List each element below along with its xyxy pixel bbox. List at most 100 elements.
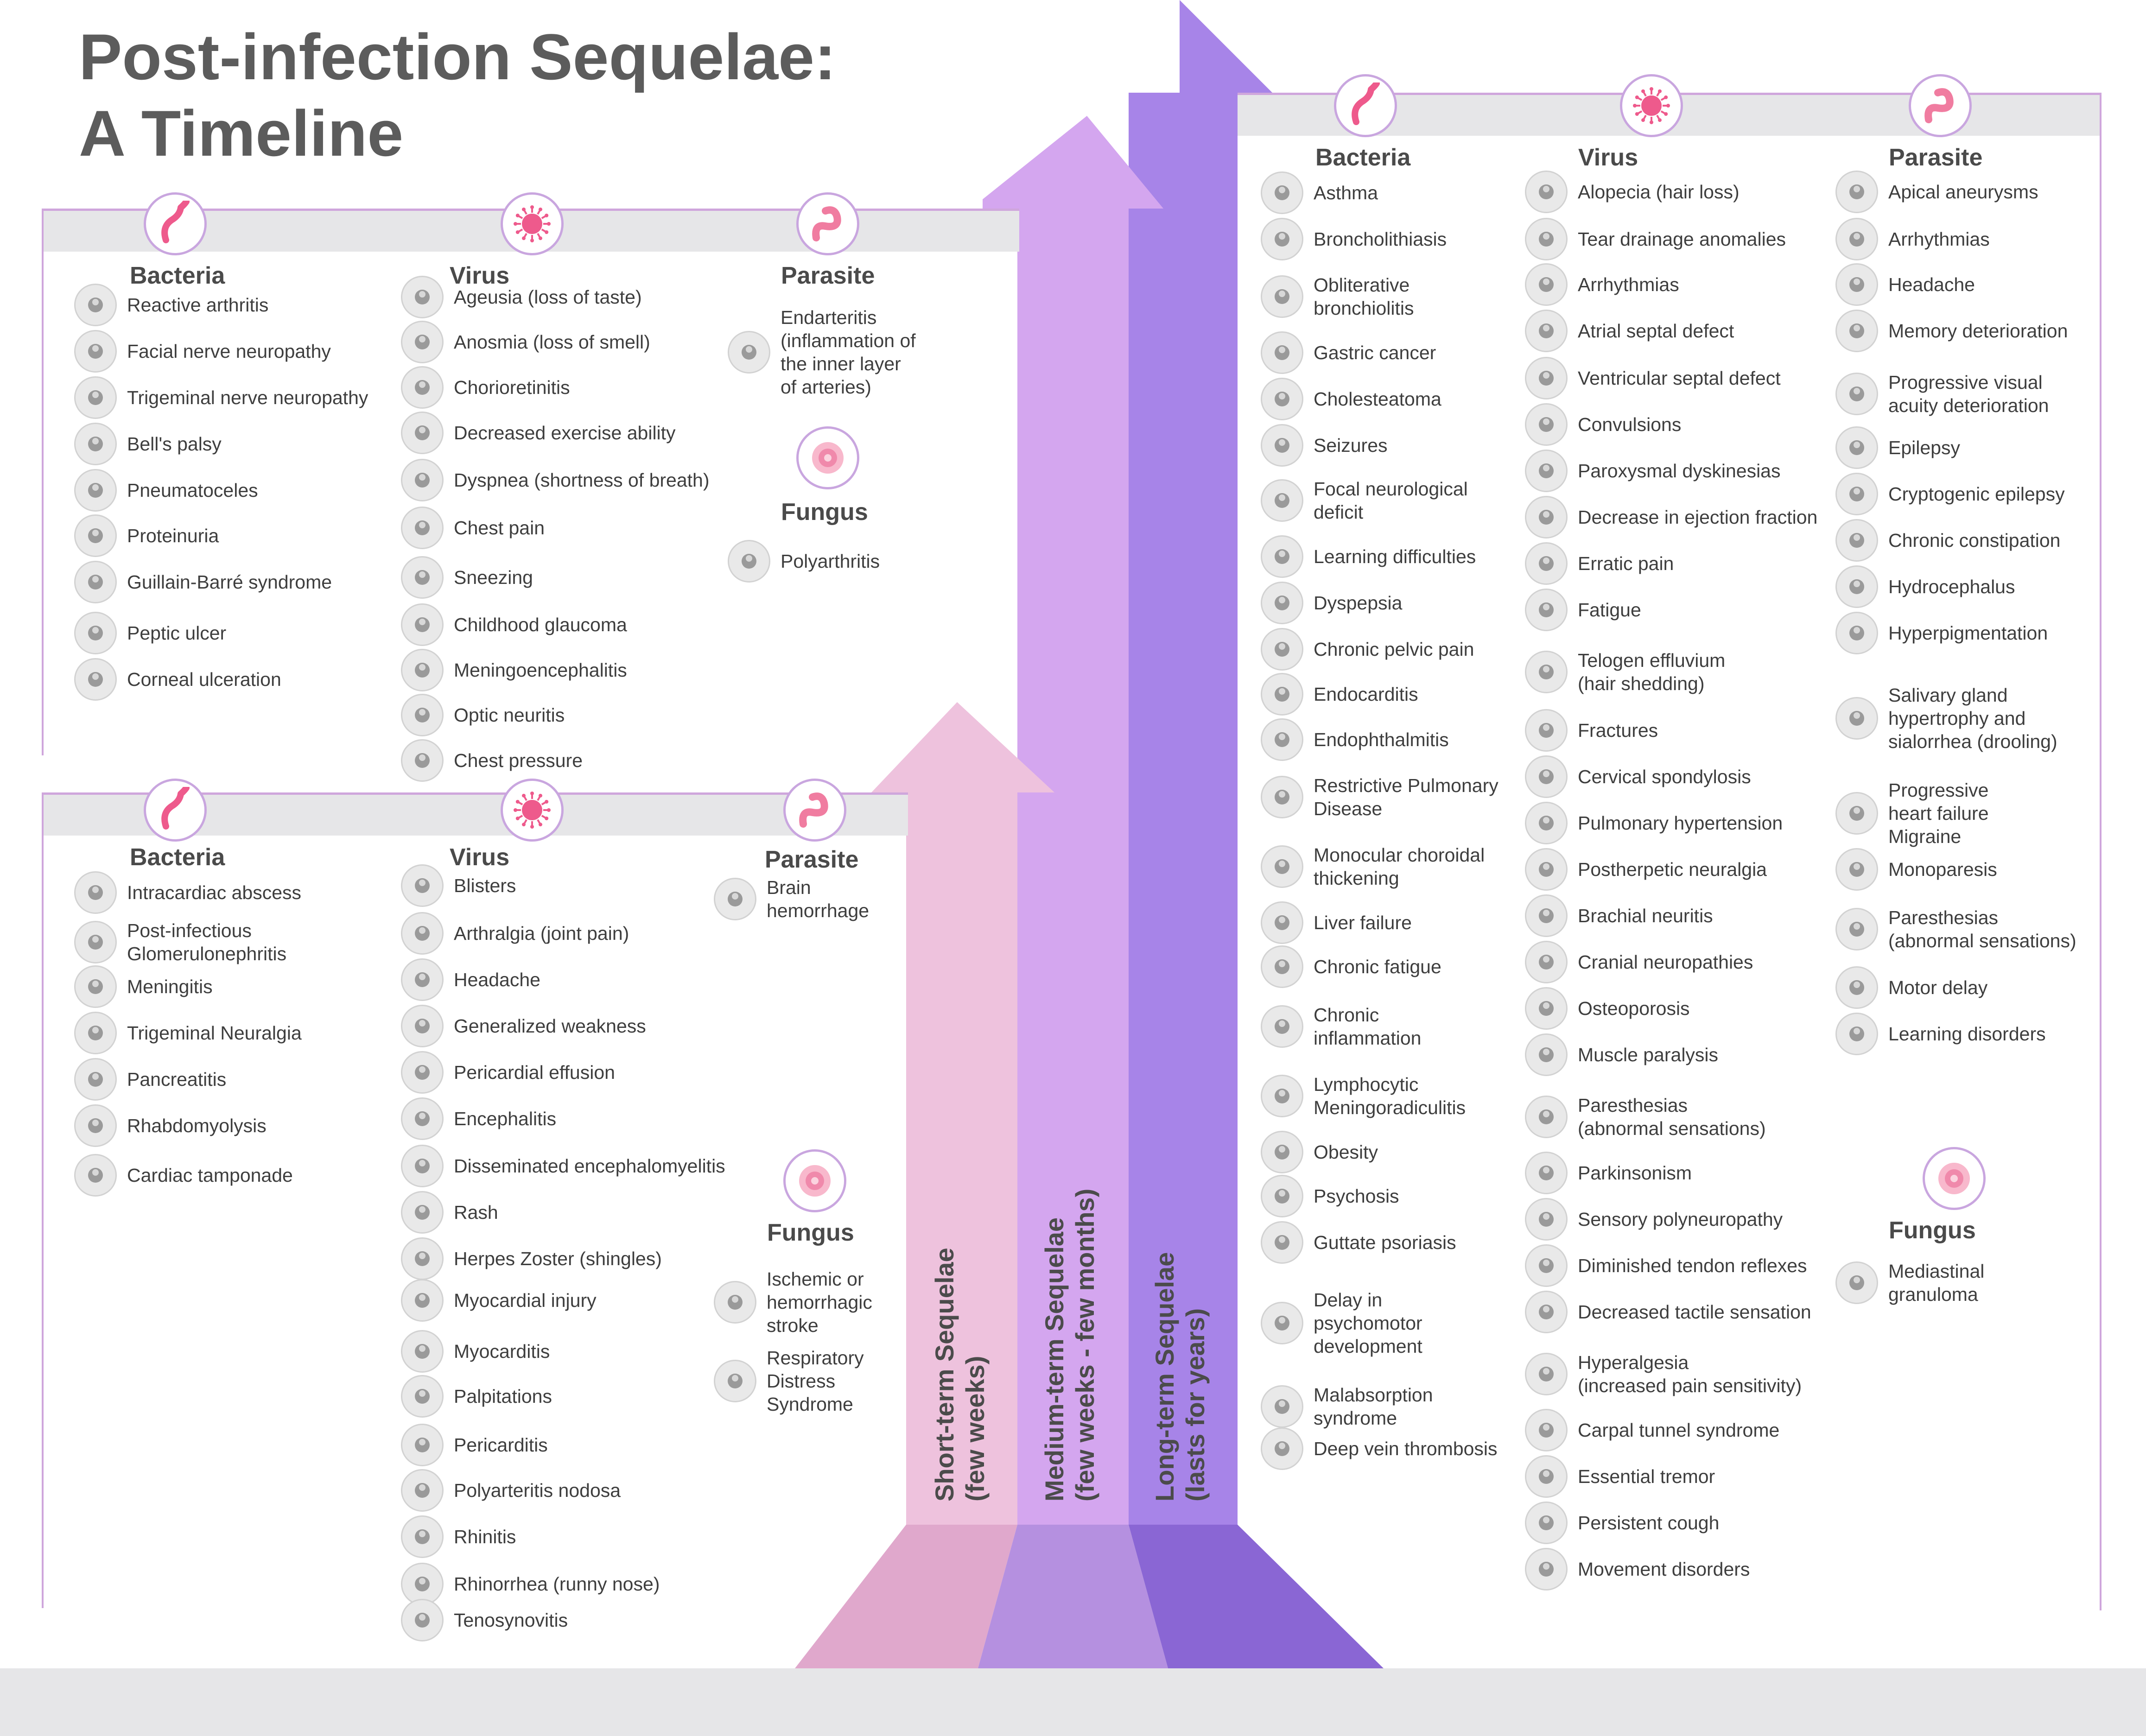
symptom-icon (74, 284, 117, 326)
long-term-list-item: Decrease in ejection fraction (1525, 496, 1817, 539)
symptom-label: Postherpetic neuralgia (1578, 859, 1767, 880)
symptom-label: Lymphocytic Meningoradiculitis (1314, 1074, 1466, 1118)
short-term-list-item: Myocardial injury (401, 1279, 597, 1322)
symptom-icon (74, 1154, 117, 1197)
short-term-list-item: Encephalitis (401, 1097, 556, 1140)
short-term-bacteria-heading: Bacteria (130, 844, 225, 871)
long-term-arrow (1129, 0, 1272, 1525)
short-term-parasite-icon (783, 779, 846, 842)
long-term-list-item: Diminished tendon reflexes (1525, 1244, 1807, 1287)
long-term-list-item: Endocarditis (1261, 673, 1418, 716)
symptom-icon (1261, 1427, 1303, 1470)
symptom-label: Epilepsy (1888, 437, 1960, 458)
short-term-list-item: Herpes Zoster (shingles) (401, 1237, 662, 1280)
symptom-icon (1525, 755, 1568, 798)
long-term-list-item: Chronic inflammation (1261, 1003, 1421, 1050)
long-term-list-item: Mediastinal granuloma (1835, 1260, 1984, 1306)
symptom-label: Headache (454, 969, 540, 990)
symptom-label: Persistent cough (1578, 1512, 1720, 1533)
long-term-list-item: Obesity (1261, 1131, 1378, 1173)
symptom-label: Motor delay (1888, 977, 1988, 998)
medium-term-list-item: Chest pressure (401, 739, 583, 782)
medium-term-arrow (983, 116, 1163, 1525)
symptom-icon (1525, 589, 1568, 631)
long-term-list-item: Endophthalmitis (1261, 718, 1449, 761)
symptom-icon (1261, 1302, 1303, 1344)
symptom-label: Cardiac tamponade (127, 1165, 293, 1186)
long-term-list-item: Epilepsy (1835, 426, 1960, 469)
symptom-label: Pericarditis (454, 1434, 548, 1456)
symptom-icon (1525, 894, 1568, 937)
title-line-2: A Timeline (79, 97, 404, 170)
short-term-list-item: Pancreatitis (74, 1058, 226, 1101)
symptom-icon (1261, 171, 1303, 214)
symptom-icon (401, 1599, 444, 1641)
long-term-list-item: Decreased tactile sensation (1525, 1291, 1811, 1333)
symptom-icon (1261, 1221, 1303, 1264)
long-term-list-item: Carpal tunnel syndrome (1525, 1409, 1779, 1451)
symptom-icon (1525, 496, 1568, 539)
long-term-list-item: Arrhythmias (1835, 218, 1990, 260)
symptom-icon (74, 469, 117, 512)
symptom-label: Sensory polyneuropathy (1578, 1209, 1783, 1230)
symptom-label: Movement disorders (1578, 1559, 1750, 1580)
symptom-icon (401, 603, 444, 646)
symptom-icon (74, 921, 117, 963)
symptom-label: Malabsorption syndrome (1314, 1384, 1433, 1429)
medium-term-list-item: Corneal ulceration (74, 658, 281, 701)
symptom-label: Trigeminal Neuralgia (127, 1022, 302, 1044)
long-term-list-item: Asthma (1261, 171, 1378, 214)
symptom-icon (1525, 1152, 1568, 1194)
symptom-label: Decreased tactile sensation (1578, 1301, 1811, 1323)
symptom-label: Brain hemorrhage (767, 877, 870, 921)
long-term-list-item: Monocular choroidal thickening (1261, 843, 1485, 890)
long-term-list-item: Salivary gland hypertrophy and sialorrhe… (1835, 684, 2057, 753)
symptom-label: Tear drainage anomalies (1578, 228, 1786, 250)
medium-term-list-item: Pneumatoceles (74, 469, 258, 512)
symptom-icon (1525, 987, 1568, 1030)
virus-icon (1633, 87, 1670, 124)
symptom-label: Alopecia (hair loss) (1578, 181, 1740, 203)
symptom-icon (1261, 718, 1303, 761)
medium-term-list-item: Facial nerve neuropathy (74, 330, 331, 373)
symptom-icon (1525, 403, 1568, 446)
symptom-label: Meningitis (127, 976, 213, 997)
long-term-list-item: Sensory polyneuropathy (1525, 1198, 1783, 1241)
short-term-fungus-heading: Fungus (767, 1219, 854, 1246)
symptom-icon (1525, 1244, 1568, 1287)
symptom-label: Cryptogenic epilepsy (1888, 483, 2065, 505)
symptom-icon (1525, 218, 1568, 260)
symptom-label: Diminished tendon reflexes (1578, 1255, 1807, 1276)
long-term-list-item: Gastric cancer (1261, 331, 1436, 374)
symptom-icon (1525, 941, 1568, 983)
medium-term-list-item: Dyspnea (shortness of breath) (401, 459, 710, 501)
symptom-label: Optic neuritis (454, 704, 565, 726)
symptom-icon (1261, 945, 1303, 988)
symptom-icon (1835, 697, 1878, 740)
long-term-list-item: Restrictive Pulmonary Disease (1261, 774, 1498, 820)
long-term-list-item: Learning disorders (1835, 1013, 2046, 1055)
symptom-icon (74, 1104, 117, 1147)
long-term-list-item: Hydrocephalus (1835, 565, 2015, 608)
symptom-label: Polyarteritis nodosa (454, 1480, 621, 1501)
long-term-title: Long-term Sequelae (1150, 1252, 1179, 1502)
symptom-label: Carpal tunnel syndrome (1578, 1419, 1780, 1441)
symptom-label: Decrease in ejection fraction (1578, 507, 1818, 528)
symptom-icon (401, 649, 444, 691)
long-term-list-item: Hyperalgesia (increased pain sensitivity… (1525, 1351, 1802, 1397)
symptom-label: Psychosis (1314, 1185, 1399, 1207)
symptom-label: Anosmia (loss of smell) (454, 331, 650, 353)
short-term-list-item: Palpitations (401, 1375, 552, 1418)
medium-term-list-item: Anosmia (loss of smell) (401, 321, 650, 363)
symptom-icon (74, 514, 117, 557)
symptom-icon (1261, 582, 1303, 624)
symptom-icon (728, 540, 770, 583)
symptom-icon (74, 1012, 117, 1054)
short-term-list-item: Ischemic or hemorrhagic stroke (714, 1267, 872, 1337)
short-term-list-item: Trigeminal Neuralgia (74, 1012, 302, 1054)
symptom-icon (401, 507, 444, 549)
symptom-icon (1525, 802, 1568, 844)
symptom-icon (401, 412, 444, 454)
virus-icon (514, 205, 551, 242)
